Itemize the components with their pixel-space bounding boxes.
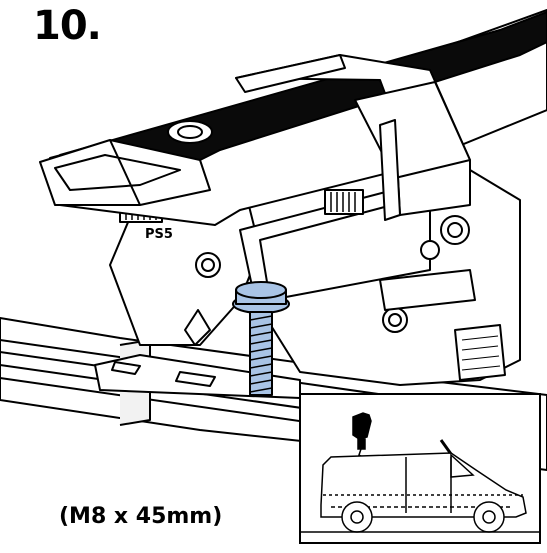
- step-number: 10.: [33, 3, 102, 49]
- pointing-hand-icon: [352, 412, 372, 458]
- bolt-spec-label: (M8 x 45mm): [59, 504, 223, 529]
- mounting-bolt: [232, 281, 290, 396]
- van-side-view: [301, 412, 539, 533]
- clamp-bracket: [235, 54, 471, 221]
- foot-bracket: [109, 169, 521, 386]
- van-body: [301, 452, 539, 533]
- vehicle-inset: [299, 393, 541, 544]
- part-code-label: PS5: [145, 227, 173, 242]
- crossbar: PS5: [39, 9, 547, 242]
